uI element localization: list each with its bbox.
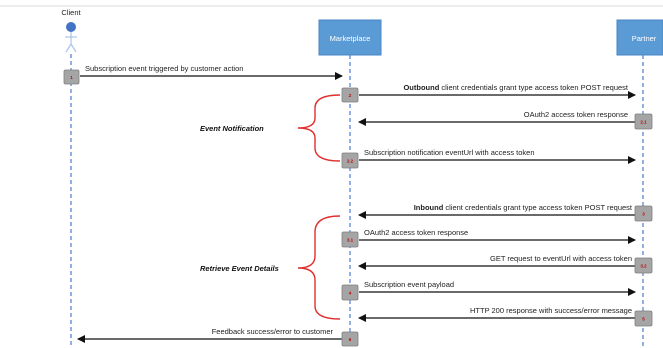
svg-text:2: 2 [349, 93, 352, 98]
client-actor-icon [65, 22, 77, 53]
svg-text:3: 3 [642, 212, 645, 217]
step-box-1: 1 [63, 69, 80, 85]
step-box-4: 4 [341, 284, 359, 301]
step-box-3-2: 3.2 [634, 257, 653, 274]
message-label-4: Subscription event payload [364, 280, 454, 289]
message-label-6: Feedback success/error to customer [212, 327, 334, 336]
message-label-3-1: OAuth2 access token response [364, 228, 468, 237]
svg-text:1: 1 [70, 75, 73, 80]
step-box-3-1: 3.1 [341, 231, 359, 248]
retrieve-event-details-label: Retrieve Event Details [200, 264, 279, 273]
event-notification-brace [297, 94, 341, 162]
svg-text:3.2: 3.2 [640, 264, 647, 269]
step-box-3: 3 [634, 205, 653, 222]
message-label-3: Inbound client credentials grant type ac… [414, 203, 633, 212]
event-notification-label: Event Notification [200, 124, 264, 133]
step-box-2: 2 [341, 87, 359, 103]
svg-text:5: 5 [642, 317, 645, 322]
step-box-2-1: 2.1 [634, 113, 653, 130]
svg-text:2.2: 2.2 [347, 159, 354, 164]
marketplace-label: Marketplace [330, 34, 371, 43]
message-label-2: Outbound client credentials grant type a… [403, 83, 628, 92]
message-label-1: Subscription event triggered by customer… [85, 64, 243, 73]
svg-text:6: 6 [349, 337, 352, 342]
message-label-3-2: GET request to eventUrl with access toke… [490, 254, 632, 263]
step-box-2-2: 2.2 [341, 152, 359, 169]
step-box-5: 5 [634, 310, 653, 327]
step-box-6: 6 [341, 331, 359, 347]
message-label-5: HTTP 200 response with success/error mes… [470, 306, 632, 315]
message-label-2-1: OAuth2 access token response [524, 110, 628, 119]
retrieve-event-details-brace [297, 215, 341, 320]
message-label-2-2: Subscription notification eventUrl with … [364, 148, 535, 157]
marketplace-box [318, 19, 382, 56]
svg-text:2.1: 2.1 [640, 120, 647, 125]
partner-label: Partner [632, 34, 657, 43]
svg-text:3.1: 3.1 [347, 238, 354, 243]
client-label: Client [61, 8, 81, 17]
partner-box [616, 19, 663, 56]
svg-text:4: 4 [349, 291, 352, 296]
